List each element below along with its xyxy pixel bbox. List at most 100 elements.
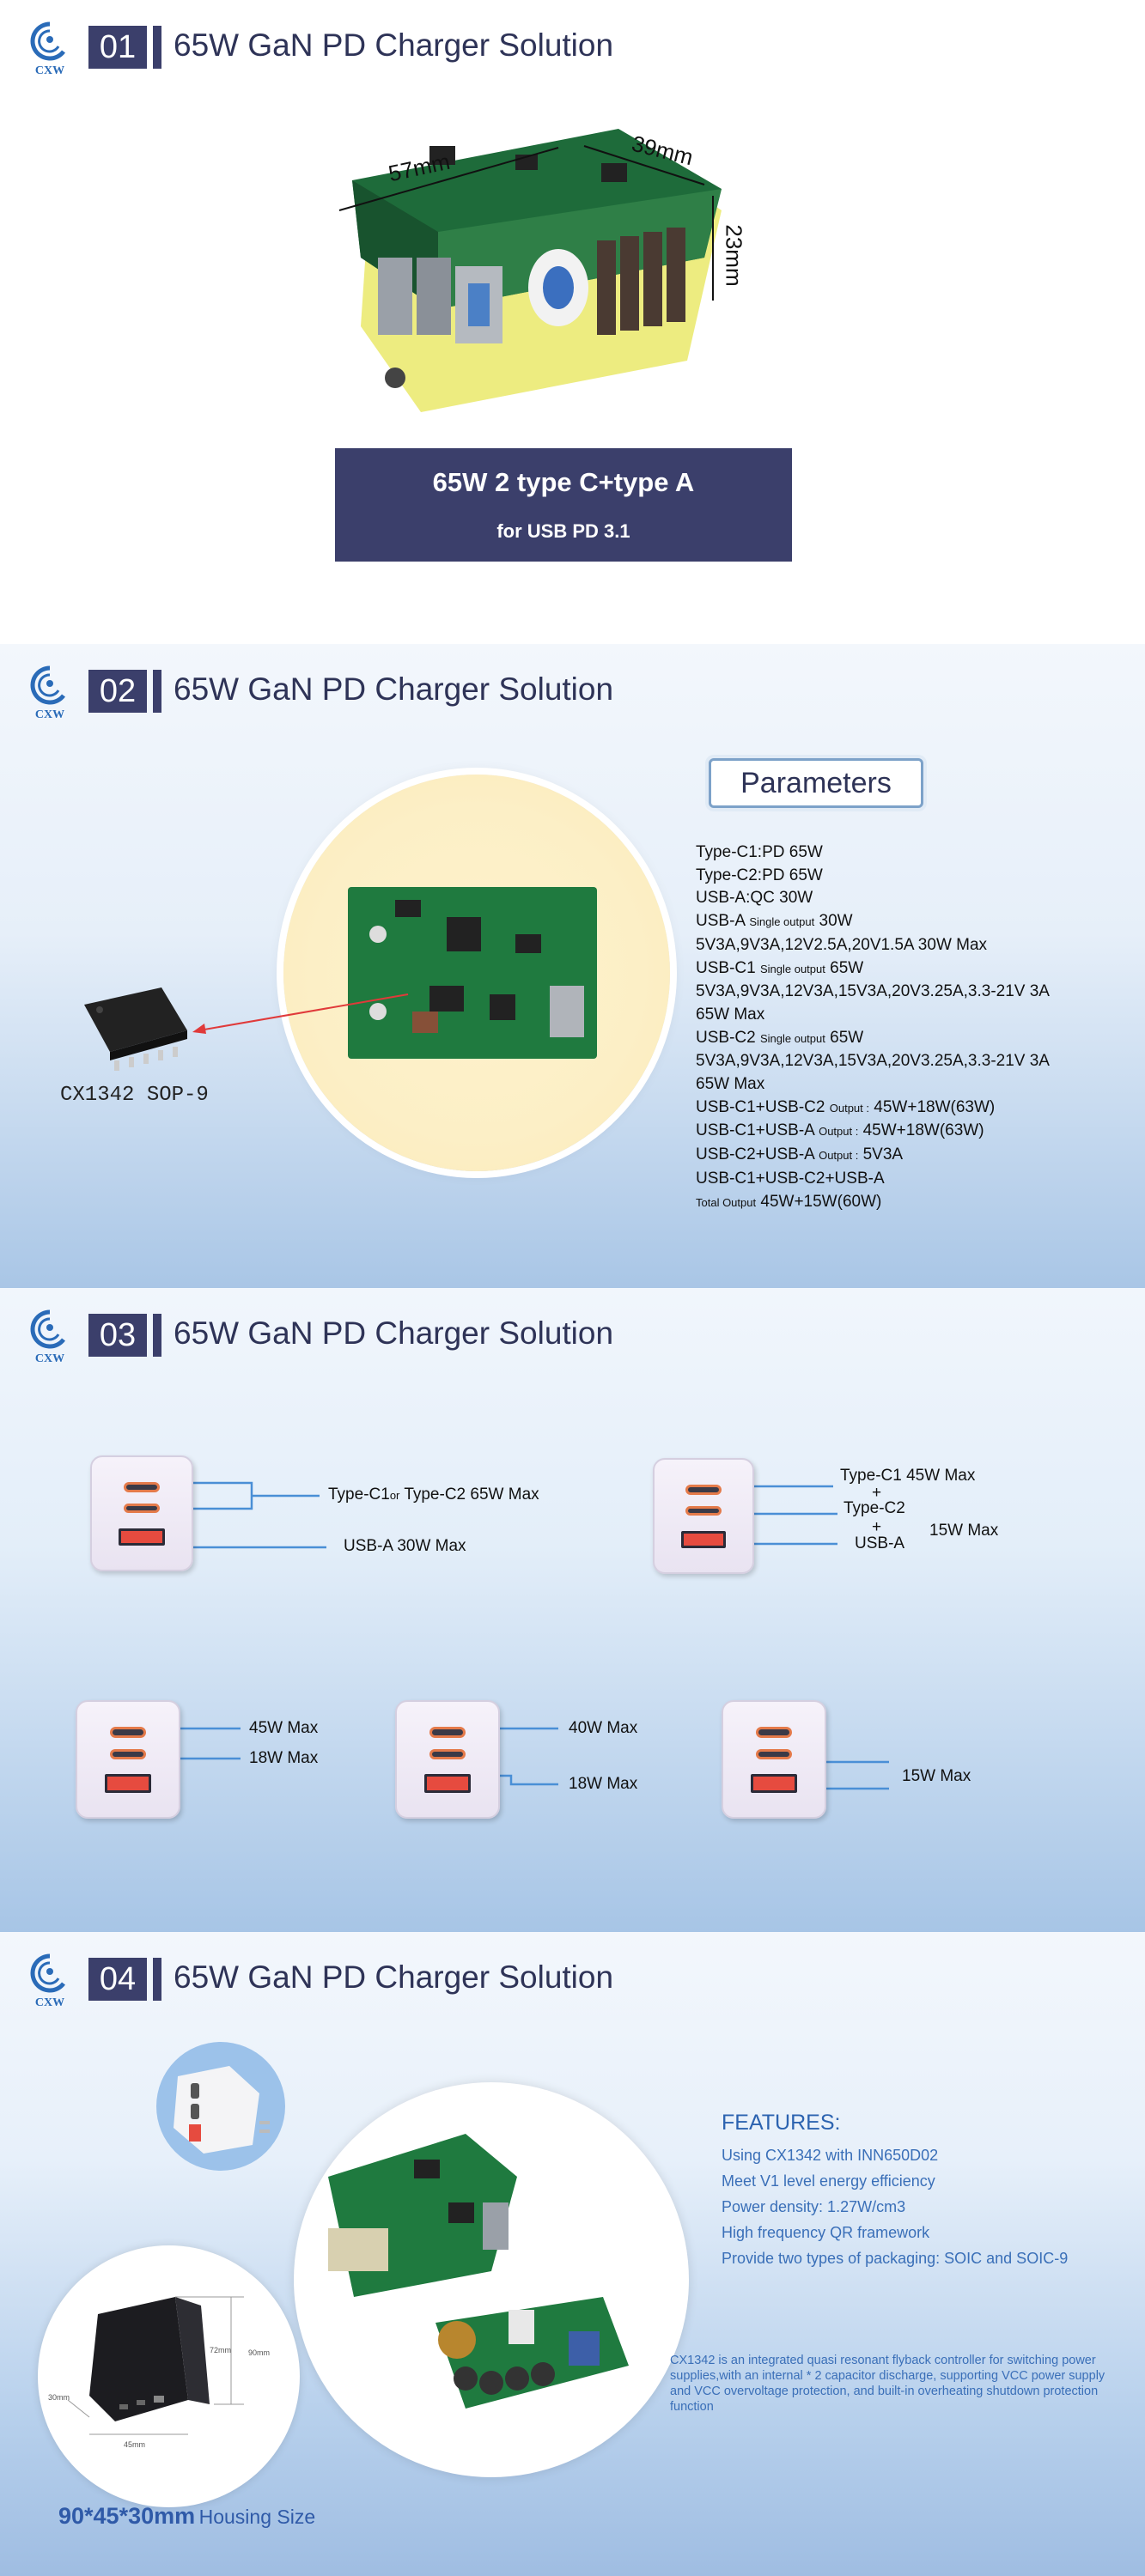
- chip-label: CX1342 SOP-9: [60, 1084, 209, 1107]
- param-line: USB-A Single output 30W: [696, 912, 853, 931]
- type-c2-port: [109, 1748, 147, 1759]
- type-c1-port: [755, 1727, 793, 1738]
- section-title: 65W GaN PD Charger Solution: [174, 27, 614, 63]
- label-40w: 40W Max: [569, 1719, 638, 1737]
- plus-sign: +: [872, 1484, 882, 1502]
- param-line: USB-C2 Single output 65W: [696, 1028, 864, 1047]
- section-number: 02: [88, 670, 147, 713]
- type-c2-port: [124, 1503, 160, 1514]
- usb-a-port: [104, 1774, 152, 1793]
- svg-text:CXW: CXW: [35, 708, 64, 721]
- label-total-max: 15W Max: [929, 1522, 999, 1540]
- section-header: CXW 01 65W GaN PD Charger Solution: [24, 17, 711, 77]
- banner-subtitle: for USB PD 3.1: [496, 520, 630, 542]
- param-line: 65W Max: [696, 1005, 765, 1024]
- section-number: 01: [88, 26, 147, 69]
- svg-text:CXW: CXW: [35, 1996, 64, 2009]
- section-02: CXW 02 65W GaN PD Charger Solution CX134…: [0, 644, 1145, 1288]
- usb-a-port: [680, 1530, 727, 1549]
- feature-item: High frequency QR framework: [722, 2224, 930, 2241]
- type-c1-port: [685, 1484, 722, 1495]
- header-divider: [153, 1958, 161, 2001]
- section-01: CXW 01 65W GaN PD Charger Solution 57mm …: [0, 0, 1145, 644]
- chip-description: CX1342 is an integrated quasi resonant f…: [670, 2354, 1105, 2414]
- type-c1-port: [124, 1481, 160, 1492]
- header-divider: [153, 670, 161, 713]
- feature-item: Provide two types of packaging: SOIC and…: [722, 2250, 1069, 2267]
- section-number: 03: [88, 1314, 147, 1357]
- pcb-board-image: [352, 129, 722, 412]
- charger-dimensions-image: 72mm 90mm 45mm 30mm: [38, 2245, 300, 2507]
- cxw-logo-icon: CXW: [30, 21, 65, 77]
- feature-item: Power density: 1.27W/cm3: [722, 2198, 906, 2215]
- section-header: CXW 02 65W GaN PD Charger Solution: [24, 661, 711, 721]
- type-c1-port: [429, 1727, 466, 1738]
- svg-text:90mm: 90mm: [248, 2348, 270, 2357]
- label-type-c1: Type-C1 45W Max: [840, 1467, 976, 1485]
- svg-text:CXW: CXW: [35, 64, 64, 77]
- section-title: 65W GaN PD Charger Solution: [174, 1315, 614, 1351]
- section-title: 65W GaN PD Charger Solution: [174, 671, 614, 707]
- pcb-top-view-image: [348, 887, 597, 1059]
- section-03: CXW 03 65W GaN PD Charger Solution: [0, 1288, 1145, 1932]
- param-line: USB-C1+USB-A Output : 45W+18W(63W): [696, 1121, 984, 1140]
- param-line: Type-C2:PD 65W: [696, 866, 823, 884]
- label-usb-a: USB-A: [855, 1534, 905, 1552]
- pcb-backdrop-circle: [294, 2082, 689, 2477]
- label-18w: 18W Max: [249, 1749, 319, 1767]
- usb-a-port: [119, 1528, 165, 1546]
- charger-front-image: [653, 1458, 754, 1574]
- charger-white-image: [156, 2042, 285, 2171]
- housing-size: 90*45*30mm Housing Size: [58, 2503, 316, 2529]
- param-line: Type-C1:PD 65W: [696, 843, 823, 861]
- param-line: USB-C1 Single output 65W: [696, 958, 864, 977]
- label-c1-or-c2: Type-C1or Type-C2 65W Max: [328, 1485, 539, 1504]
- param-line: USB-C2+USB-A Output : 5V3A: [696, 1145, 904, 1164]
- port-connector-lines: [129, 1481, 889, 1790]
- charger-front-image: [395, 1700, 500, 1819]
- parameters-heading: Parameters: [709, 758, 923, 808]
- charger-front-image: [90, 1455, 193, 1571]
- cxw-logo-icon: CXW: [30, 1953, 65, 2009]
- parameters-list: Type-C1:PD 65W Type-C2:PD 65W USB-A:QC 3…: [696, 841, 1134, 1214]
- svg-text:45mm: 45mm: [124, 2440, 145, 2449]
- label-15w: 15W Max: [902, 1767, 971, 1785]
- param-line: 65W Max: [696, 1075, 765, 1094]
- section-04: CXW 04 65W GaN PD Charger Solution: [0, 1932, 1145, 2576]
- product-banner: 65W 2 type C+type A for USB PD 3.1: [335, 448, 792, 562]
- param-line: Total Output 45W+15W(60W): [696, 1192, 882, 1211]
- plus-sign: +: [872, 1518, 882, 1536]
- section-number: 04: [88, 1958, 147, 2001]
- dimension-lines: [338, 145, 714, 301]
- param-line: 5V3A,9V3A,12V2.5A,20V1.5A 30W Max: [696, 935, 988, 954]
- param-line: USB-A:QC 30W: [696, 889, 813, 908]
- type-c2-port: [755, 1748, 793, 1759]
- type-c1-port: [109, 1727, 147, 1738]
- type-c2-port: [429, 1748, 466, 1759]
- param-line: 5V3A,9V3A,12V3A,15V3A,20V3.25A,3.3-21V 3…: [696, 982, 1050, 1001]
- banner-title: 65W 2 type C+type A: [432, 467, 695, 497]
- param-line: 5V3A,9V3A,12V3A,15V3A,20V3.25A,3.3-21V 3…: [696, 1052, 1050, 1071]
- sop9-chip-image: [84, 987, 187, 1071]
- features-title: FEATURES:: [722, 2111, 841, 2135]
- svg-text:72mm: 72mm: [210, 2346, 231, 2354]
- svg-text:CXW: CXW: [35, 1352, 64, 1365]
- label-18w: 18W Max: [569, 1775, 638, 1793]
- section-title: 65W GaN PD Charger Solution: [174, 1959, 614, 1995]
- cxw-logo-icon: CXW: [30, 665, 65, 721]
- section-header: CXW 04 65W GaN PD Charger Solution: [24, 1949, 711, 2009]
- charger-front-image: [76, 1700, 180, 1819]
- header-divider: [153, 26, 161, 69]
- usb-a-port: [750, 1774, 798, 1793]
- label-type-c2: Type-C2: [844, 1499, 905, 1517]
- feature-item: Using CX1342 with INN650D02: [722, 2147, 939, 2164]
- section-header: CXW 03 65W GaN PD Charger Solution: [24, 1305, 711, 1365]
- charger-front-image: [722, 1700, 826, 1819]
- usb-a-port: [423, 1774, 472, 1793]
- header-divider: [153, 1314, 161, 1357]
- label-45w: 45W Max: [249, 1719, 319, 1737]
- feature-item: Meet V1 level energy efficiency: [722, 2172, 935, 2190]
- label-usb-a: USB-A 30W Max: [344, 1537, 466, 1555]
- param-line: USB-C1+USB-C2 Output : 45W+18W(63W): [696, 1097, 996, 1116]
- cxw-logo-icon: CXW: [30, 1309, 65, 1365]
